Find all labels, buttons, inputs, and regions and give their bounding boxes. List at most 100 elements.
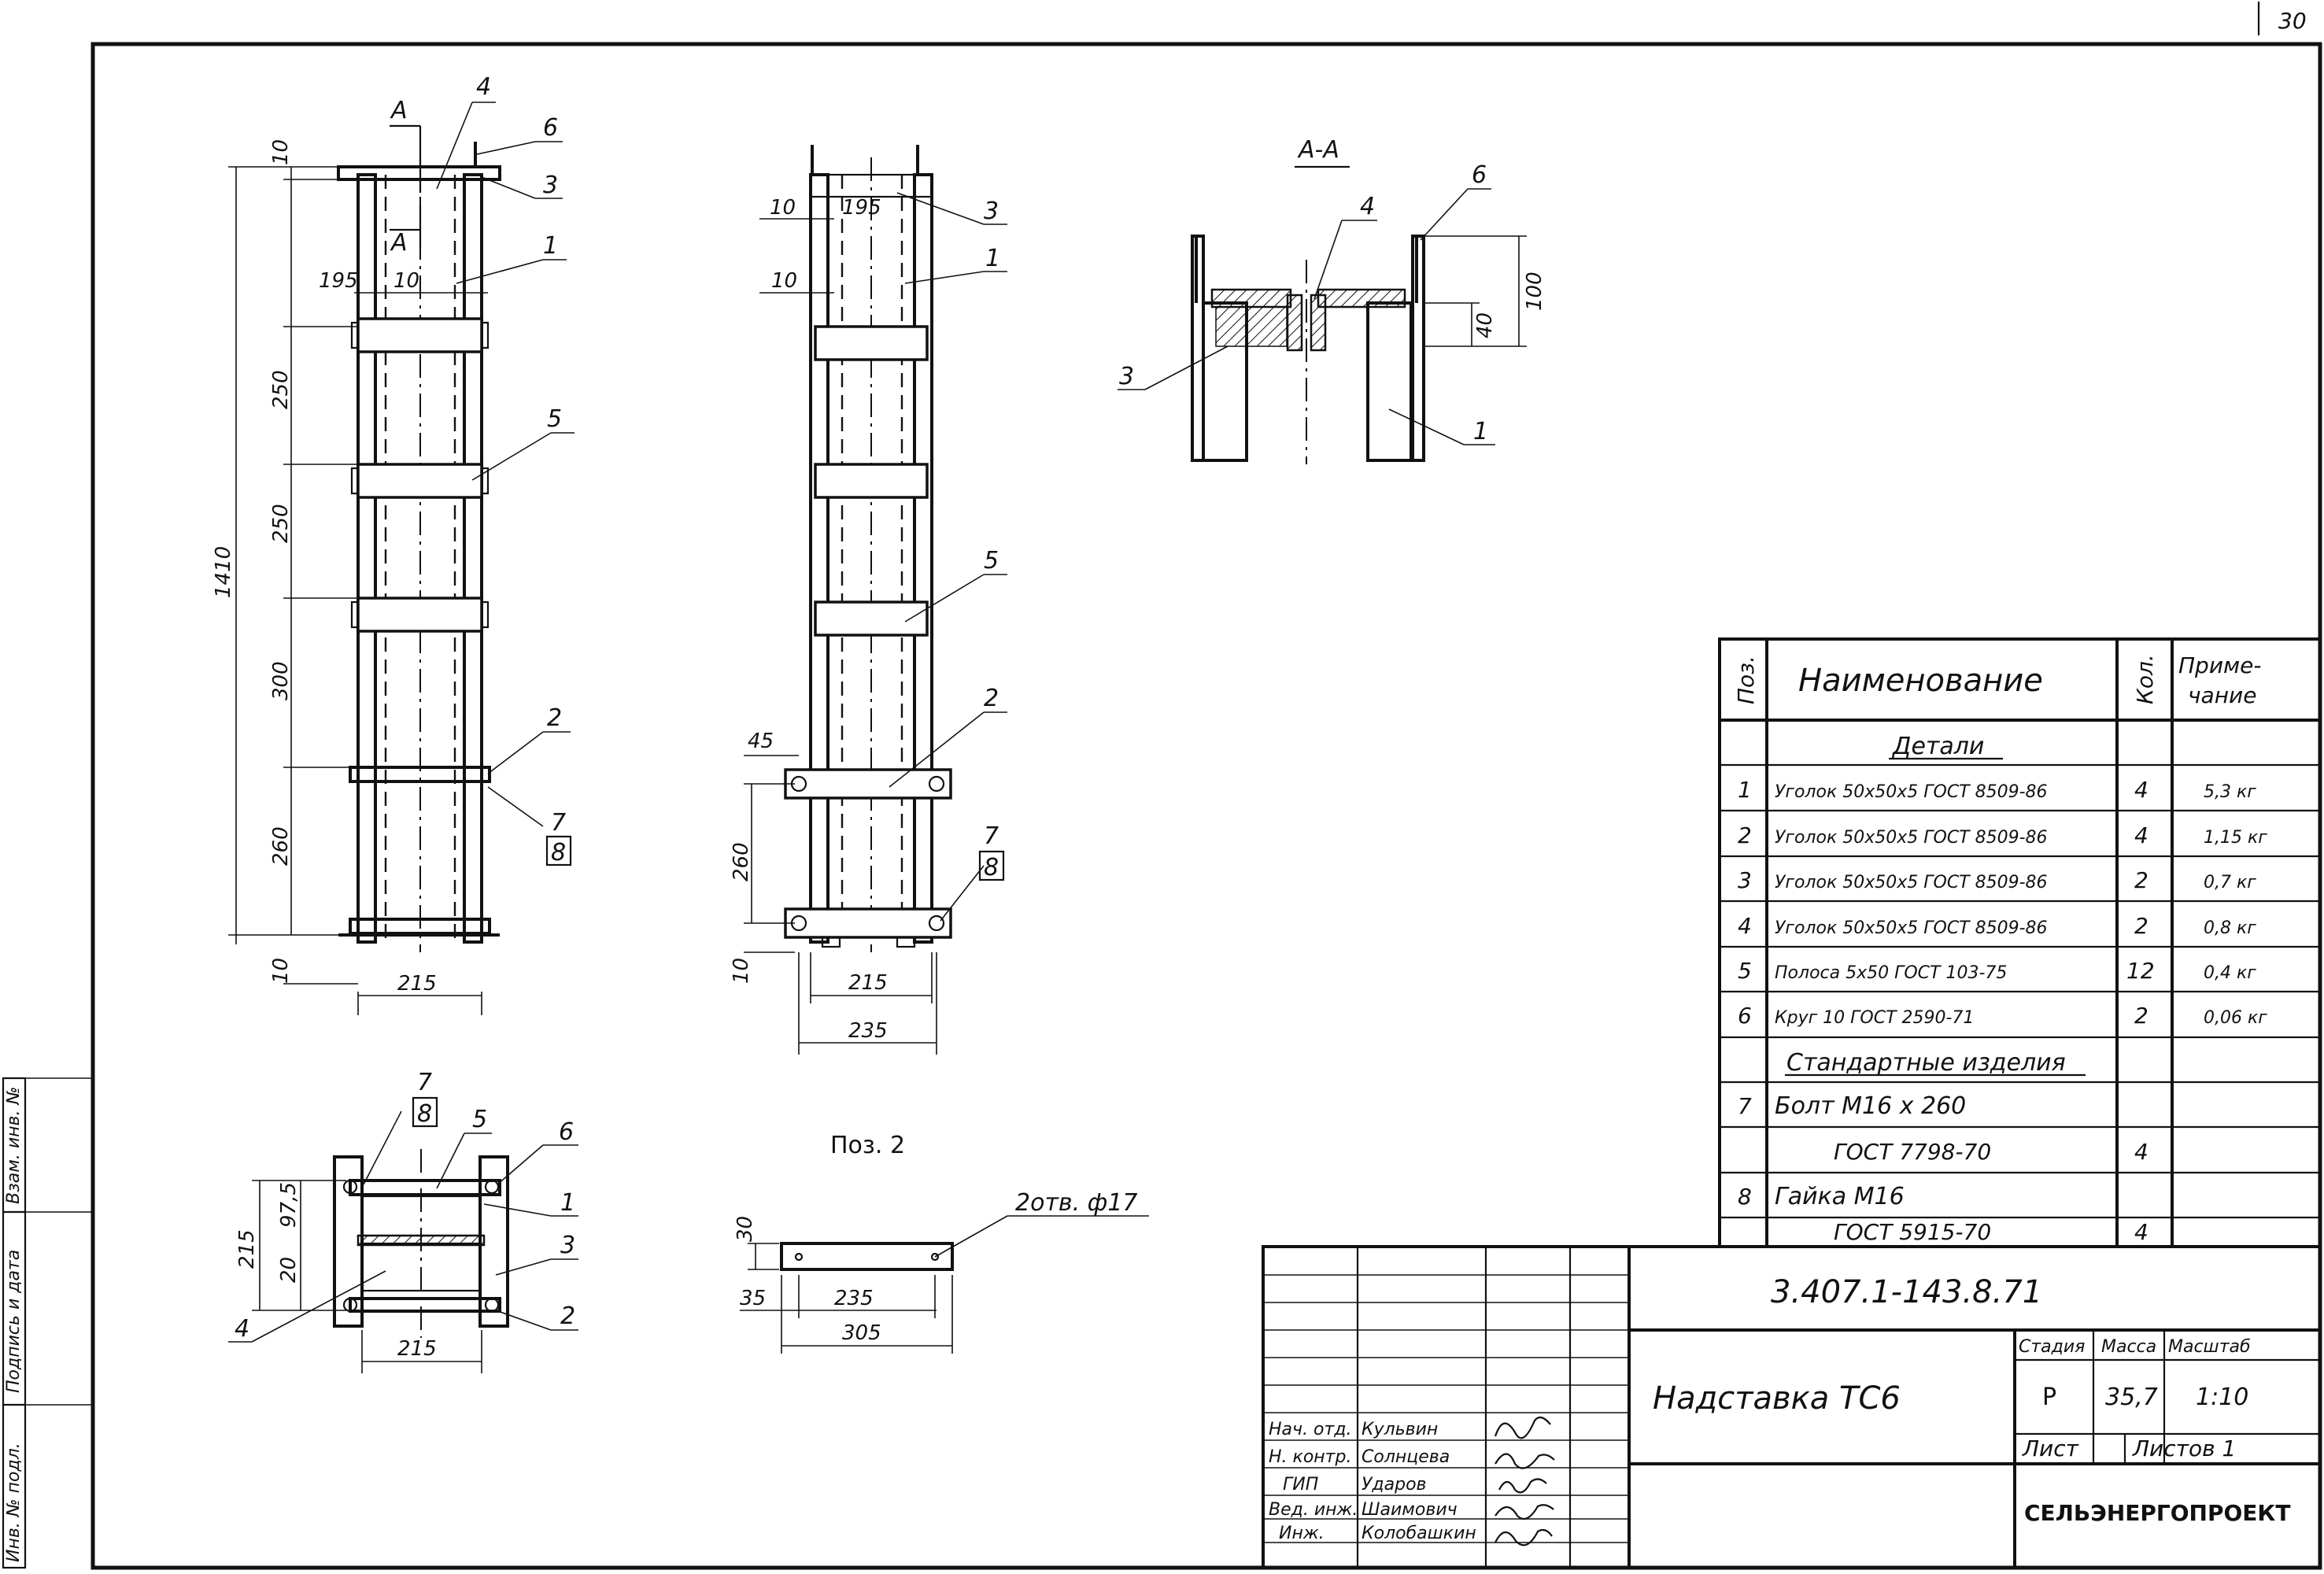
dim-front: 250 — [269, 370, 293, 409]
dim-front: 215 — [397, 972, 437, 996]
stage-value: Р — [2042, 1384, 2056, 1411]
pos2-view: Поз. 2 2отв. ф17 30 35 235 305 — [733, 1132, 1149, 1354]
spec-row-name: Уголок 50х50х5 ГОСТ 8509-86 — [1775, 782, 2048, 802]
spec-row-pos: 6 — [1738, 1003, 1752, 1029]
side-strip-label: Подпись и дата — [4, 1250, 24, 1393]
view-marker-a: А — [390, 229, 408, 257]
spec-row-pos: 1 — [1738, 777, 1752, 803]
staff-role: Инж. — [1279, 1524, 1325, 1543]
dim-side: 260 — [730, 842, 753, 881]
spec-row-note: 0,4 кг — [2204, 963, 2256, 983]
dim-side: 215 — [848, 971, 888, 995]
spec-row-note: 0,06 кг — [2204, 1008, 2267, 1028]
spec-header-note: Приме-чание — [2178, 652, 2261, 708]
callout-front: 3 — [543, 172, 558, 199]
dim-plan: 97,5 — [277, 1182, 301, 1228]
callout-plan: 3 — [560, 1232, 575, 1259]
spec-row-qty: 4 — [2134, 777, 2148, 803]
callout-section: 1 — [1473, 418, 1488, 445]
signature — [1495, 1504, 1554, 1520]
callout-side: 5 — [984, 547, 999, 575]
callout-section: 6 — [1472, 161, 1487, 189]
dim-side: 10 — [730, 958, 753, 984]
scale-value: 1:10 — [2196, 1384, 2248, 1411]
callout-plan: 8 — [417, 1100, 432, 1128]
callout-plan: 1 — [560, 1189, 575, 1217]
spec-row-name: Полоса 5х50 ГОСТ 103-75 — [1775, 963, 2007, 983]
spec-row-qty: 2 — [2134, 867, 2148, 893]
spec-row-note: 5,3 кг — [2204, 782, 2256, 802]
spec-row-pos: 5 — [1738, 958, 1752, 984]
section-label: А-А — [1297, 136, 1339, 164]
spec-row-note: 1,15 кг — [2204, 828, 2267, 848]
mass-label: Масса — [2101, 1337, 2156, 1357]
spec-row-qty: 12 — [2126, 958, 2155, 984]
spec-section-standard: Стандартные изделия — [1786, 1049, 2066, 1077]
dim-front: 10 — [393, 269, 419, 293]
signature — [1495, 1453, 1555, 1469]
drawing-title: Надставка ТС6 — [1653, 1380, 1901, 1417]
side-view: 10 195 10 45 260 10 215 235 3 1 5 2 7 8 — [730, 145, 1007, 1055]
dim-side: 195 — [842, 196, 881, 220]
signature — [1494, 1416, 1551, 1439]
side-strip: Инв. № подл. Подпись и дата Взам. инв. № — [2, 1077, 93, 1569]
callout-front: 8 — [551, 839, 566, 866]
dim-front: 300 — [269, 661, 293, 700]
dim-side: 10 — [770, 196, 796, 220]
staff-name: Шаимович — [1362, 1500, 1458, 1520]
callout-plan: 7 — [417, 1069, 432, 1096]
spec-row-note: 0,7 кг — [2204, 873, 2256, 892]
signature — [1498, 1478, 1547, 1494]
dim-pos2: 35 — [740, 1287, 766, 1310]
spec-row-name: Уголок 50х50х5 ГОСТ 8509-86 — [1775, 828, 2048, 848]
sheet-number: 30 — [2278, 8, 2307, 34]
view-marker-a: А — [390, 97, 408, 124]
section-a-a: А-А 100 40 4 6 3 1 — [1118, 136, 1546, 464]
staff-name: Кульвин — [1362, 1420, 1438, 1439]
side-strip-label: Инв. № подл. — [4, 1443, 24, 1562]
spec-row-name: ГОСТ 7798-70 — [1834, 1139, 1991, 1165]
spec-row-qty: 4 — [2134, 822, 2148, 848]
callout-side: 1 — [985, 245, 1000, 272]
spec-row-pos: 8 — [1738, 1184, 1752, 1210]
callout-front: 6 — [543, 114, 558, 142]
dim-plan: 215 — [235, 1229, 259, 1269]
spec-row-qty: 4 — [2134, 1139, 2148, 1165]
dim-front: 195 — [319, 269, 358, 293]
callout-plan: 5 — [472, 1106, 487, 1133]
sheet-label: Лист — [2022, 1435, 2079, 1461]
spec-table: Поз. Наименование Кол. Приме-чание Детал… — [1718, 637, 2322, 1248]
dim-pos2: 305 — [842, 1321, 881, 1345]
pos2-caption: Поз. 2 — [830, 1132, 905, 1159]
dim-plan: 215 — [397, 1337, 437, 1361]
callout-section: 3 — [1119, 363, 1134, 390]
staff-role: Н. контр. — [1269, 1447, 1351, 1467]
spec-row-pos: 2 — [1738, 822, 1752, 848]
dim-front-total: 1410 — [212, 546, 235, 598]
dim-front: 10 — [269, 139, 293, 165]
callout-front: 4 — [476, 73, 491, 101]
callout-plan: 2 — [560, 1302, 575, 1330]
dim-pos2: 30 — [733, 1216, 757, 1242]
callout-side: 7 — [984, 822, 999, 850]
callout-side: 8 — [984, 854, 999, 881]
title-block: Нач. отд. Кульвин Н. контр. Солнцева ГИП… — [1262, 1245, 2322, 1569]
side-strip-label: Взам. инв. № — [4, 1087, 24, 1204]
spec-row-name: Круг 10 ГОСТ 2590-71 — [1775, 1008, 1974, 1028]
spec-row-name: Гайка М16 — [1775, 1183, 1905, 1210]
spec-row-name: Болт М16 х 260 — [1775, 1092, 1966, 1120]
staff-name: Солнцева — [1362, 1447, 1450, 1467]
staff-role: Вед. инж. — [1269, 1500, 1358, 1520]
stage-label: Стадия — [2019, 1337, 2085, 1357]
dim-section: 40 — [1473, 312, 1497, 338]
spec-row-note: 0,8 кг — [2204, 918, 2256, 938]
spec-row-name: Уголок 50х50х5 ГОСТ 8509-86 — [1775, 918, 2048, 938]
spec-header-qty: Кол. — [2132, 654, 2158, 704]
callout-front: 2 — [547, 704, 562, 732]
callout-front: 1 — [543, 232, 558, 260]
spec-header-name: Наименование — [1798, 663, 2043, 699]
callout-plan: 4 — [235, 1315, 249, 1343]
sheets-label: Листов 1 — [2132, 1435, 2236, 1461]
spec-row-name: ГОСТ 5915-70 — [1834, 1219, 1991, 1245]
